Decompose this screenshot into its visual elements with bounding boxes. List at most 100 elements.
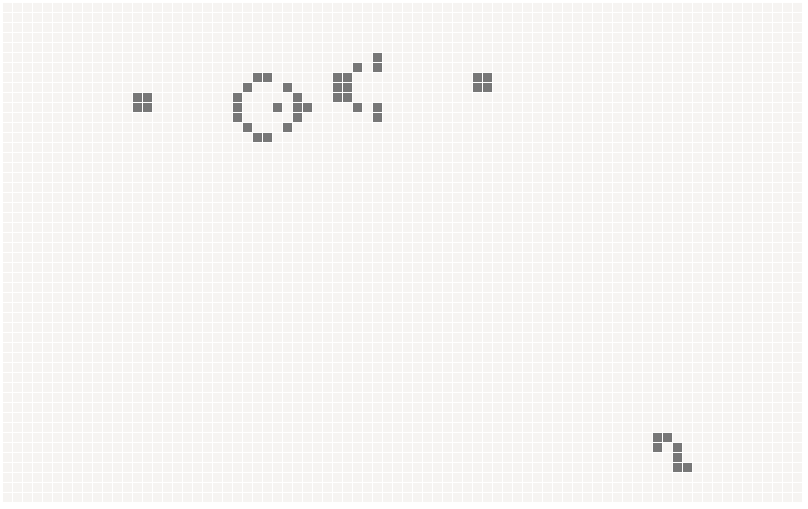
grid-cell[interactable] xyxy=(133,493,143,503)
grid-cell[interactable] xyxy=(43,373,53,383)
grid-cell[interactable] xyxy=(23,183,33,193)
grid-cell[interactable] xyxy=(463,303,473,313)
grid-cell[interactable] xyxy=(103,43,113,53)
grid-cell[interactable] xyxy=(283,93,293,103)
grid-cell[interactable] xyxy=(143,423,153,433)
grid-cell[interactable] xyxy=(603,263,613,273)
grid-cell[interactable] xyxy=(793,63,803,73)
grid-cell[interactable] xyxy=(753,123,763,133)
grid-cell[interactable] xyxy=(653,103,663,113)
grid-cell[interactable] xyxy=(643,63,653,73)
grid-cell[interactable] xyxy=(573,143,583,153)
grid-cell[interactable] xyxy=(263,463,273,473)
grid-cell[interactable] xyxy=(593,83,603,93)
grid-cell[interactable] xyxy=(473,293,483,303)
grid-cell[interactable] xyxy=(723,323,733,333)
grid-cell[interactable] xyxy=(233,223,243,233)
grid-cell[interactable] xyxy=(33,273,43,283)
grid-cell[interactable] xyxy=(783,33,793,43)
grid-cell[interactable] xyxy=(633,203,643,213)
grid-cell[interactable] xyxy=(243,73,253,83)
grid-cell[interactable] xyxy=(283,143,293,153)
live-cell[interactable] xyxy=(293,113,303,123)
grid-cell[interactable] xyxy=(663,53,673,63)
grid-cell[interactable] xyxy=(463,133,473,143)
grid-cell[interactable] xyxy=(63,473,73,483)
grid-cell[interactable] xyxy=(533,3,543,13)
grid-cell[interactable] xyxy=(663,43,673,53)
grid-cell[interactable] xyxy=(563,483,573,493)
grid-cell[interactable] xyxy=(743,143,753,153)
grid-cell[interactable] xyxy=(393,323,403,333)
grid-cell[interactable] xyxy=(583,73,593,83)
grid-cell[interactable] xyxy=(213,403,223,413)
grid-cell[interactable] xyxy=(193,103,203,113)
grid-cell[interactable] xyxy=(453,153,463,163)
grid-cell[interactable] xyxy=(533,233,543,243)
grid-cell[interactable] xyxy=(583,43,593,53)
grid-cell[interactable] xyxy=(83,393,93,403)
grid-cell[interactable] xyxy=(663,103,673,113)
grid-cell[interactable] xyxy=(793,3,803,13)
grid-cell[interactable] xyxy=(733,293,743,303)
grid-cell[interactable] xyxy=(53,483,63,493)
grid-cell[interactable] xyxy=(473,173,483,183)
grid-cell[interactable] xyxy=(193,3,203,13)
grid-cell[interactable] xyxy=(433,273,443,283)
grid-cell[interactable] xyxy=(123,83,133,93)
grid-cell[interactable] xyxy=(613,303,623,313)
grid-cell[interactable] xyxy=(123,403,133,413)
grid-cell[interactable] xyxy=(613,53,623,63)
grid-cell[interactable] xyxy=(533,303,543,313)
grid-cell[interactable] xyxy=(523,153,533,163)
grid-cell[interactable] xyxy=(713,103,723,113)
grid-cell[interactable] xyxy=(183,393,193,403)
grid-cell[interactable] xyxy=(733,103,743,113)
grid-cell[interactable] xyxy=(383,23,393,33)
grid-cell[interactable] xyxy=(753,403,763,413)
grid-cell[interactable] xyxy=(383,53,393,63)
grid-cell[interactable] xyxy=(673,403,683,413)
grid-cell[interactable] xyxy=(193,443,203,453)
grid-cell[interactable] xyxy=(203,393,213,403)
grid-cell[interactable] xyxy=(653,113,663,123)
grid-cell[interactable] xyxy=(313,33,323,43)
grid-cell[interactable] xyxy=(613,133,623,143)
grid-cell[interactable] xyxy=(473,353,483,363)
grid-cell[interactable] xyxy=(753,273,763,283)
grid-cell[interactable] xyxy=(213,233,223,243)
grid-cell[interactable] xyxy=(53,303,63,313)
grid-cell[interactable] xyxy=(503,393,513,403)
grid-cell[interactable] xyxy=(353,93,363,103)
grid-cell[interactable] xyxy=(633,93,643,103)
grid-cell[interactable] xyxy=(663,33,673,43)
grid-cell[interactable] xyxy=(393,403,403,413)
grid-cell[interactable] xyxy=(213,163,223,173)
grid-cell[interactable] xyxy=(343,393,353,403)
grid-cell[interactable] xyxy=(163,283,173,293)
grid-cell[interactable] xyxy=(253,413,263,423)
grid-cell[interactable] xyxy=(523,243,533,253)
grid-cell[interactable] xyxy=(93,143,103,153)
grid-cell[interactable] xyxy=(133,113,143,123)
grid-cell[interactable] xyxy=(183,173,193,183)
grid-cell[interactable] xyxy=(473,403,483,413)
grid-cell[interactable] xyxy=(433,193,443,203)
grid-cell[interactable] xyxy=(703,373,713,383)
grid-cell[interactable] xyxy=(293,73,303,83)
grid-cell[interactable] xyxy=(383,93,393,103)
grid-cell[interactable] xyxy=(603,233,613,243)
grid-cell[interactable] xyxy=(643,453,653,463)
grid-cell[interactable] xyxy=(443,183,453,193)
grid-cell[interactable] xyxy=(593,93,603,103)
grid-cell[interactable] xyxy=(373,463,383,473)
grid-cell[interactable] xyxy=(173,63,183,73)
grid-cell[interactable] xyxy=(293,303,303,313)
grid-cell[interactable] xyxy=(103,23,113,33)
grid-cell[interactable] xyxy=(543,393,553,403)
grid-cell[interactable] xyxy=(313,113,323,123)
grid-cell[interactable] xyxy=(483,403,493,413)
grid-cell[interactable] xyxy=(123,353,133,363)
grid-cell[interactable] xyxy=(263,483,273,493)
grid-cell[interactable] xyxy=(193,303,203,313)
